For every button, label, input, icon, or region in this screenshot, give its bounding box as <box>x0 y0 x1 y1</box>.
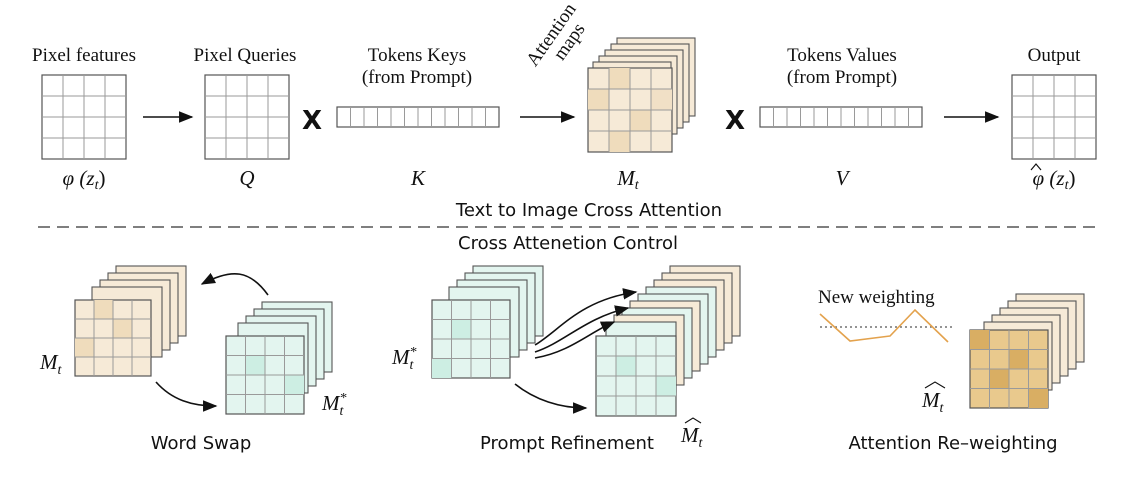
attention-reweighting-caption: Attention Re–weighting <box>848 433 1057 454</box>
stage-tokens-keys: Tokens Keys (from Prompt) K <box>336 45 500 190</box>
stage-tokens-values: Tokens Values (from Prompt) V <box>759 45 923 190</box>
word-swap-mt-label: Mt <box>39 350 63 378</box>
word-swap-caption: Word Swap <box>151 433 252 454</box>
section-title-top: Text to Image Cross Attention <box>455 200 722 221</box>
pixel-features-label: Pixel features <box>32 45 136 66</box>
panel-word-swap: Mt M*t Word Swap <box>39 265 347 454</box>
pixel-queries-grid <box>204 74 290 160</box>
word-swap-mint-stack <box>225 301 333 415</box>
weighting-curve <box>819 308 949 343</box>
prompt-refinement-arrow-1 <box>534 288 638 346</box>
pixel-features-grid <box>41 74 127 160</box>
phi-hat-zt-symbol: φ (zt) <box>1033 166 1076 193</box>
multiply-operator-1: X <box>302 106 322 136</box>
word-swap-mt-star-label: M*t <box>321 391 347 419</box>
tokens-values-vector <box>759 106 923 128</box>
stage-output: Output φ (zt) <box>1011 45 1097 193</box>
prompt-refinement-hat-mark <box>684 417 702 424</box>
phi-zt-symbol: φ (zt) <box>63 166 106 193</box>
word-swap-beige-stack <box>74 265 187 377</box>
attention-maps-stack <box>587 37 696 153</box>
prompt-refinement-arrow-bottom <box>514 383 588 414</box>
tokens-values-label-line2: (from Prompt) <box>787 67 897 88</box>
prompt-refinement-mt-hat-label: Mt <box>680 423 704 451</box>
tokens-keys-vector <box>336 106 500 128</box>
reweighting-gold-stack <box>969 293 1085 409</box>
prompt-refinement-mixed-stack <box>595 265 741 417</box>
new-weighting-label: New weighting <box>818 287 935 308</box>
k-symbol: K <box>410 166 426 190</box>
word-swap-arrow-top <box>200 272 269 296</box>
q-symbol: Q <box>239 166 254 190</box>
attention-map-front <box>587 67 673 153</box>
stage-pixel-queries: Pixel Queries Q <box>194 45 297 190</box>
prompt-refinement-arrow-3 <box>534 321 616 359</box>
prompt-refinement-caption: Prompt Refinement <box>480 433 654 454</box>
multiply-operator-2: X <box>725 106 745 136</box>
reweighting-hat-mark <box>924 381 946 389</box>
tokens-values-label-line1: Tokens Values <box>787 45 897 66</box>
panel-prompt-refinement: M*t Mt <box>391 265 741 454</box>
pixel-queries-label: Pixel Queries <box>194 45 297 66</box>
prompt-refinement-mt-star-label: M*t <box>391 345 417 373</box>
mt-symbol: Mt <box>616 166 640 193</box>
output-grid <box>1011 74 1097 160</box>
tokens-keys-label-line2: (from Prompt) <box>362 67 472 88</box>
reweighting-mt-hat-label: Mt <box>921 388 945 416</box>
panel-attention-reweighting: New weighting Mt <box>818 287 1085 454</box>
stage-attention-maps: Attention maps <box>522 0 696 193</box>
pipeline: Pixel features φ (zt) Pixel Queries <box>32 0 1097 193</box>
output-hat-mark <box>1030 163 1042 171</box>
output-label: Output <box>1028 45 1082 66</box>
prompt-refinement-mint-stack-left <box>431 265 544 379</box>
section-title-bottom: Cross Attenetion Control <box>458 233 678 254</box>
word-swap-arrow-bottom <box>155 381 218 412</box>
grid-lines <box>42 75 126 159</box>
tokens-keys-label-line1: Tokens Keys <box>368 45 466 66</box>
v-symbol: V <box>836 166 851 190</box>
stage-pixel-features: Pixel features φ (zt) <box>32 45 136 193</box>
prompt-refinement-arrow-2 <box>534 305 630 353</box>
